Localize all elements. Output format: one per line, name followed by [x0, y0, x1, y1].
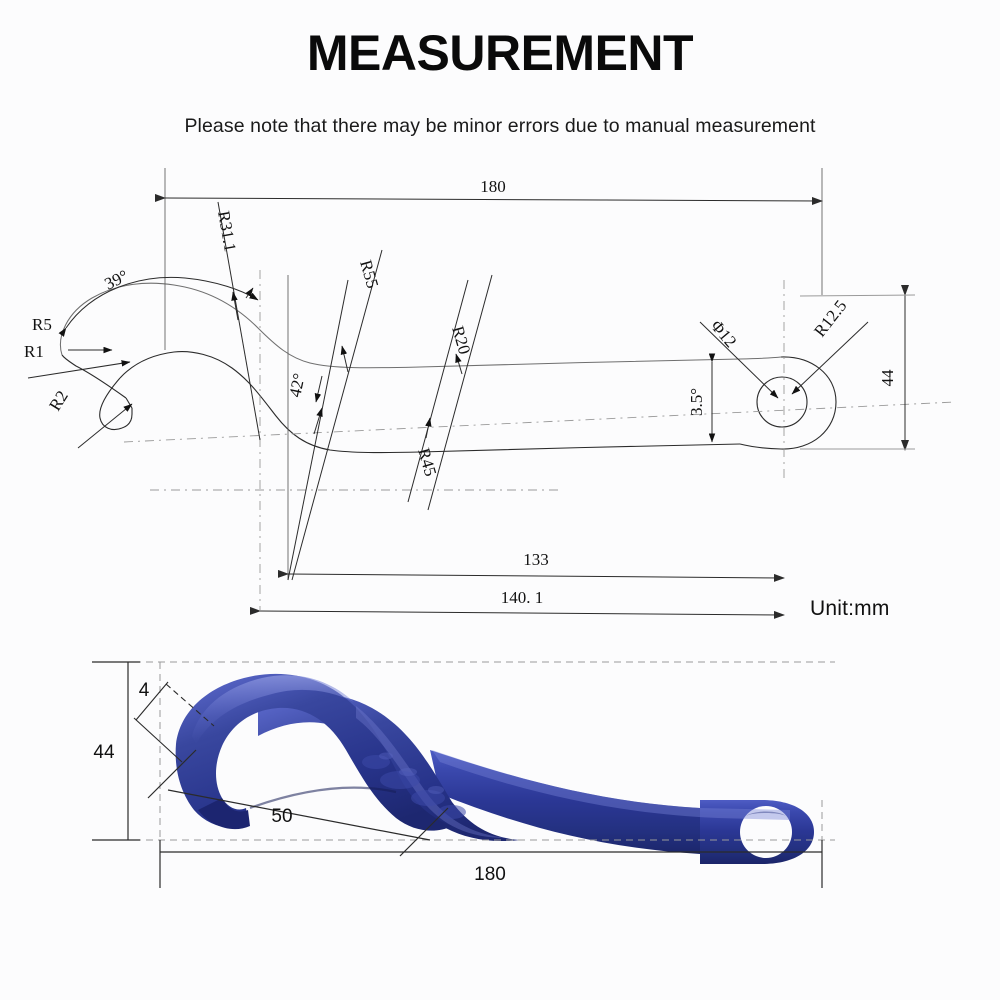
unit-note: Unit:mm	[810, 597, 890, 620]
label-r45: R45	[414, 446, 440, 478]
label-42deg: 42°	[285, 372, 309, 399]
label-r1: R1	[24, 342, 44, 361]
technical-drawing: 180 44 133 140. 1 R5 R1	[0, 150, 1000, 650]
photo-dim-4: 4	[139, 680, 150, 701]
photo-dim-44: 44	[93, 742, 115, 763]
label-r5: R5	[32, 315, 52, 334]
label-r2: R2	[45, 387, 72, 414]
dim-180-top: 180	[480, 177, 506, 196]
page-subtitle: Please note that there may be minor erro…	[184, 115, 816, 137]
photo-view: 44 4 50 180	[0, 640, 1000, 940]
label-r12-5: R12.5	[810, 296, 850, 340]
dim-140-1: 140. 1	[501, 588, 544, 607]
label-3-5deg: 3.5°	[687, 388, 706, 416]
dim-44-right: 44	[878, 369, 897, 387]
label-dia-12: Φ12	[707, 316, 740, 351]
photo-dim-50: 50	[271, 806, 292, 827]
label-39deg: 39°	[101, 266, 131, 294]
dim-133: 133	[523, 550, 549, 569]
label-r31-1: R31.1	[214, 209, 240, 253]
photo-dim-180: 180	[474, 864, 506, 885]
page-title: MEASUREMENT	[306, 25, 694, 81]
